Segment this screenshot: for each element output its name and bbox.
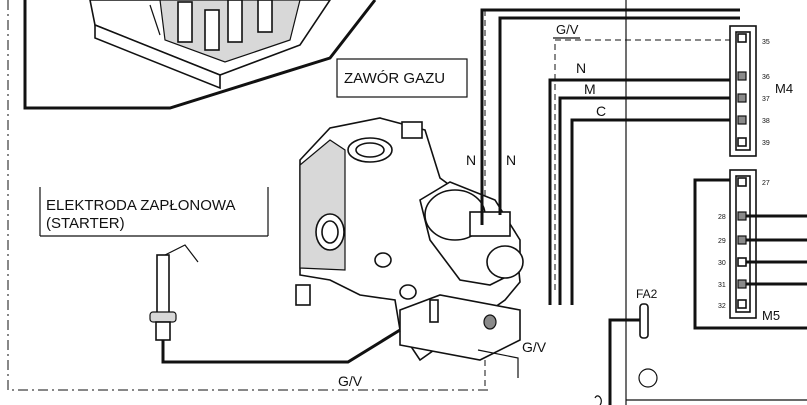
gv-right-label: G/V — [522, 339, 547, 355]
gv-top-label: G/V — [556, 22, 579, 37]
valve-wires — [480, 8, 740, 305]
wire-n-right: N — [506, 152, 516, 168]
fa2-label: FA2 — [636, 287, 658, 301]
control-module — [89, 0, 331, 90]
wire-n-left: N — [466, 152, 476, 168]
mounting-hole — [638, 368, 658, 388]
gv-right-wire — [477, 349, 519, 378]
m5-pin-28: 28 — [718, 214, 726, 221]
module-wire — [23, 0, 377, 110]
connector-m4-label: M4 — [775, 81, 793, 96]
m5-pin-27: 27 — [762, 180, 770, 187]
m4-pin-36: 36 — [762, 74, 770, 81]
gv-bottom-label: G/V — [338, 373, 363, 389]
ignition-electrode — [149, 244, 401, 364]
m5-pin-32: 32 — [718, 303, 726, 310]
wire-m: M — [584, 81, 596, 97]
connector-m5-label: M5 — [762, 308, 780, 323]
gv-top-line — [554, 39, 740, 290]
m4-pin-39: 39 — [762, 140, 770, 147]
m5-pin-31: 31 — [718, 282, 726, 289]
wire-c: C — [596, 103, 606, 119]
connector-m5: 27 28 29 30 31 32 M5 — [693, 169, 807, 330]
m4-pin-37: 37 — [762, 96, 770, 103]
gas-valve-label-box — [336, 58, 468, 98]
connector-m4: 35 36 37 38 39 M4 — [729, 25, 793, 157]
m4-pin-35: 35 — [762, 39, 770, 46]
electrode-label-line2: (STARTER) — [46, 215, 125, 232]
boiler-boundary — [7, 0, 488, 391]
gas-valve-body — [295, 117, 524, 362]
fuse-fa2: FA2 — [594, 287, 658, 405]
m4-pin-38: 38 — [762, 118, 770, 125]
electrode-label-line1: ELEKTRODA ZAPŁONOWA — [46, 197, 236, 214]
m5-pin-29: 29 — [718, 238, 726, 245]
gas-valve-label: ZAWÓR GAZU — [344, 70, 445, 87]
m5-pin-30: 30 — [718, 260, 726, 267]
wire-n-top: N — [576, 60, 586, 76]
